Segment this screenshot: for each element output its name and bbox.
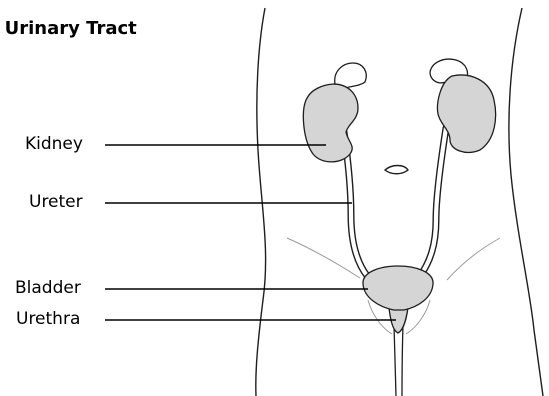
body-right-outline xyxy=(509,8,543,396)
urethra-label: Urethra xyxy=(16,309,80,329)
body-left-outline xyxy=(256,8,266,396)
left-kidney xyxy=(303,84,358,162)
diagram-title: le Urinary Tract xyxy=(0,18,137,39)
pelvis-right-line xyxy=(447,238,500,280)
ureter-label: Ureter xyxy=(29,192,83,212)
navel xyxy=(385,166,408,174)
pelvis-left-line xyxy=(287,238,360,278)
bladder xyxy=(363,266,433,310)
bladder-label: Bladder xyxy=(15,278,81,298)
right-ureter xyxy=(420,128,446,276)
kidney-label: Kidney xyxy=(25,134,83,154)
